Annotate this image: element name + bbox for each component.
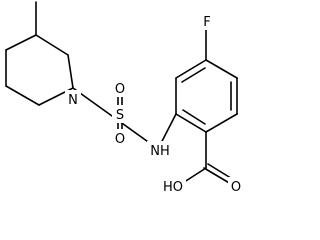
amine-label: NH (150, 144, 170, 159)
sulfur-label: S (116, 108, 124, 123)
sulfonyl-oxygen-top-label: O (115, 82, 125, 97)
sulfonyl-oxygen-bottom-label: O (115, 132, 125, 147)
benzene-ring (175, 59, 238, 133)
atom-label-carbonyl-oxygen: O (228, 177, 244, 195)
ring-nitrogen-label: N (68, 93, 78, 108)
atom-label-amine: NH (147, 141, 173, 159)
atom-label-oxygen-top: O (112, 79, 128, 97)
atom-label-ring-nitrogen: N (65, 90, 81, 108)
molecule-structure: F N S O O NH O HO (5, 1, 244, 195)
bond (5, 85, 40, 106)
fluorine-label: F (203, 15, 210, 30)
carbonyl-oxygen-label: O (231, 180, 241, 195)
piperidine-ring (5, 34, 74, 106)
bond (67, 54, 74, 89)
hydroxyl-label: HO (163, 180, 183, 195)
atom-label-hydroxyl: HO (160, 177, 186, 195)
atom-label-fluorine: F (200, 12, 214, 30)
bond (35, 34, 69, 56)
atom-label-oxygen-bottom: O (112, 129, 128, 147)
bond (5, 34, 37, 51)
atom-label-sulfur: S (112, 105, 128, 123)
